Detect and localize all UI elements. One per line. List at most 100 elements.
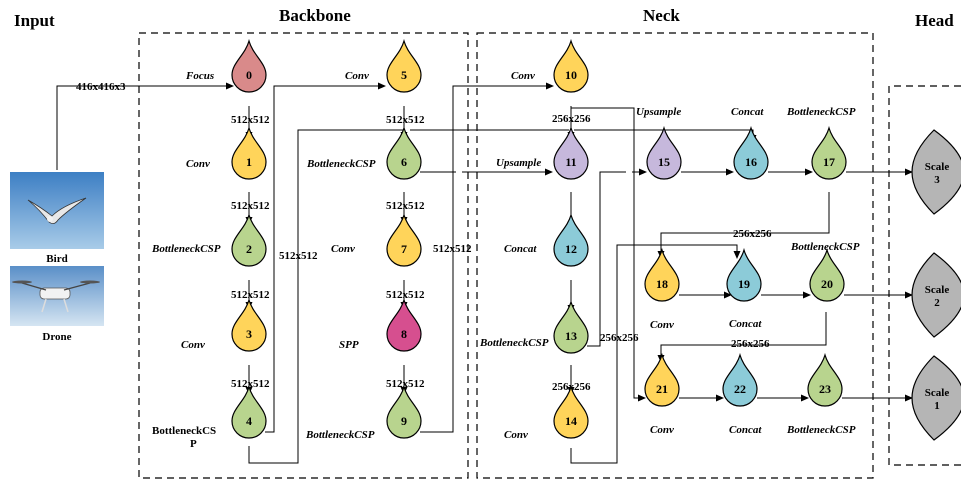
node-label-5: Conv (345, 70, 369, 82)
dim-label: 512x512 (279, 250, 318, 262)
layer-node-17: 17 (811, 125, 847, 180)
backbone-box (138, 32, 469, 479)
layer-node-number: 22 (734, 382, 746, 396)
layer-node-number: 16 (745, 155, 757, 169)
neck-box (476, 32, 874, 479)
node-label-6: BottleneckCSP (306, 158, 376, 170)
layer-node-number: 4 (246, 414, 252, 428)
layer-node-0: 0 (231, 38, 267, 93)
node-label-0: Focus (185, 70, 214, 82)
input-connector (56, 82, 234, 170)
dim-label: 512x512 (386, 114, 425, 126)
dim-label: 512x512 (231, 378, 270, 390)
layer-node-number: 0 (246, 68, 252, 82)
node-label-14: Conv (504, 429, 528, 441)
scale-number: 2 (934, 297, 940, 309)
node-label-7: Conv (331, 243, 355, 255)
layer-node-number: 23 (819, 382, 831, 396)
layer-node-number: 2 (246, 242, 252, 256)
layer-node-8: 8 (386, 297, 422, 352)
layer-node-number: 9 (401, 414, 407, 428)
dim-label: 512x512 (231, 114, 270, 126)
node-label-23: BottleneckCSP (786, 424, 856, 436)
dimension-labels: 512x512 512x512 512x512 512x512 512x512 … (231, 113, 772, 393)
layer-node-number: 3 (246, 327, 252, 341)
layer-node-11: 11 (553, 125, 589, 180)
node-label-20: BottleneckCSP (790, 241, 860, 253)
dim-label: 256x256 (552, 113, 591, 125)
layer-node-19: 19 (726, 247, 762, 302)
scale-label: Scale (925, 161, 950, 173)
layer-node-number: 10 (565, 68, 577, 82)
dim-label: 256x256 (731, 338, 770, 350)
layer-node-16: 16 (733, 125, 769, 180)
node-label-17: BottleneckCSP (786, 106, 856, 118)
dim-label: 512x512 (433, 243, 472, 255)
drone-image (10, 266, 104, 326)
layer-node-7: 7 (386, 212, 422, 267)
dim-label: 256x256 (600, 332, 639, 344)
layer-node-number: 14 (565, 414, 577, 428)
dim-label: 256x256 (733, 228, 772, 240)
scale-number: 3 (934, 174, 940, 186)
node-label-8: SPP (339, 339, 359, 351)
layer-node-3: 3 (231, 297, 267, 352)
layer-node-1: 1 (231, 125, 267, 180)
layer-node-number: 15 (658, 155, 670, 169)
layer-node-number: 6 (401, 155, 407, 169)
dim-label: 512x512 (386, 289, 425, 301)
head-box (888, 85, 961, 466)
bird-caption: Bird (46, 253, 67, 265)
layer-node-number: 12 (565, 242, 577, 256)
drone-caption: Drone (42, 331, 71, 343)
dim-label: 512x512 (386, 378, 425, 390)
node-label-9: BottleneckCSP (305, 429, 375, 441)
neck-section-title: Neck (643, 6, 680, 25)
layer-node-15: 15 (646, 125, 682, 180)
layer-node-6: 6 (386, 125, 422, 180)
layer-node-5: 5 (386, 38, 422, 93)
input-size-label: 416x416x3 (76, 81, 126, 93)
dim-label: 512x512 (386, 200, 425, 212)
layer-node-number: 1 (246, 155, 252, 169)
node-labels: Focus Conv BottleneckCSP Conv Bottleneck… (151, 70, 860, 450)
layer-node-number: 21 (656, 382, 668, 396)
layer-node-number: 8 (401, 327, 407, 341)
scale-label: Scale (925, 387, 950, 399)
layer-node-12: 12 (553, 212, 589, 267)
layer-node-number: 5 (401, 68, 407, 82)
layer-node-18: 18 (644, 247, 680, 302)
node-label-13: BottleneckCSP (479, 337, 549, 349)
node-label-1: Conv (186, 158, 210, 170)
layer-node-9: 9 (386, 384, 422, 439)
layer-node-4: 4 (231, 384, 267, 439)
layer-node-2: 2 (231, 212, 267, 267)
bird-image (10, 172, 104, 249)
node-label-11: Upsample (496, 157, 541, 169)
node-label-2: BottleneckCSP (151, 243, 221, 255)
layer-node-number: 7 (401, 242, 407, 256)
layer-node-number: 13 (565, 329, 577, 343)
node-label-19: Concat (729, 318, 762, 330)
layer-node-10: 10 (553, 38, 589, 93)
node-label-10: Conv (511, 70, 535, 82)
backbone-section-title: Backbone (279, 6, 351, 25)
layer-node-22: 22 (722, 352, 758, 407)
input-section-title: Input (14, 11, 55, 30)
layer-node-23: 23 (807, 352, 843, 407)
layer-node-number: 17 (823, 155, 835, 169)
connections (245, 82, 913, 464)
scale-label: Scale (925, 284, 950, 296)
node-label-21: Conv (650, 424, 674, 436)
node-label-3: Conv (181, 339, 205, 351)
layer-node-14: 14 (553, 384, 589, 439)
node-label-16: Concat (731, 106, 764, 118)
